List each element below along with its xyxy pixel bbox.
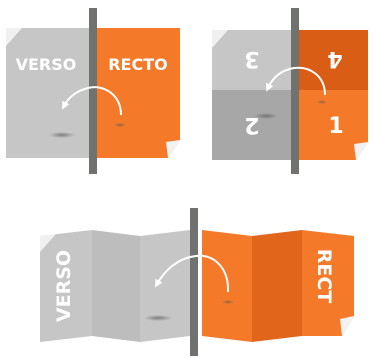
page-2-panel xyxy=(212,90,292,160)
spine xyxy=(190,208,198,356)
recto-label: RECTO xyxy=(108,55,168,74)
page-1-number: 1 xyxy=(328,114,343,139)
fold-arrow-icon xyxy=(266,66,326,96)
page-4-number: 4 xyxy=(327,46,342,71)
bottom-right-corner-curl xyxy=(340,316,354,336)
top-left-corner-curl xyxy=(212,30,228,48)
recto-label: RECT xyxy=(313,249,335,304)
fold-shadow xyxy=(317,100,327,104)
page-4-panel xyxy=(298,30,368,90)
diagram-verso-recto: VERSO RECTO xyxy=(6,8,180,174)
bottom-right-corner-curl xyxy=(166,140,180,158)
recto-panel xyxy=(252,230,302,342)
verso-panel xyxy=(40,230,92,342)
fold-shadow xyxy=(222,300,234,304)
page-2-number: 2 xyxy=(244,112,259,137)
fold-arrow-icon xyxy=(62,86,122,116)
fold-shadow xyxy=(144,315,172,321)
fold-shadow xyxy=(114,123,126,127)
page-1-panel xyxy=(298,90,368,160)
recto-panel xyxy=(302,230,354,336)
diagram-four-pages: 3 4 2 1 xyxy=(212,8,368,174)
page-3-panel xyxy=(212,30,292,90)
fold-arrow-icon xyxy=(155,254,230,293)
verso-panel xyxy=(140,230,190,342)
spine xyxy=(291,8,299,174)
verso-panel xyxy=(92,230,140,342)
verso-label: VERSO xyxy=(16,55,77,74)
fold-shadow xyxy=(49,132,75,138)
recto-panel xyxy=(96,28,180,158)
spine xyxy=(89,8,97,174)
verso-panel xyxy=(6,28,90,158)
diagram-accordion: VERSO RECT xyxy=(40,208,354,356)
top-left-corner-curl xyxy=(40,234,56,252)
fold-shadow xyxy=(254,113,278,119)
page-3-number: 3 xyxy=(244,46,259,71)
verso-label: VERSO xyxy=(53,250,75,322)
top-left-corner-curl xyxy=(6,28,22,46)
bottom-right-corner-curl xyxy=(354,142,368,160)
